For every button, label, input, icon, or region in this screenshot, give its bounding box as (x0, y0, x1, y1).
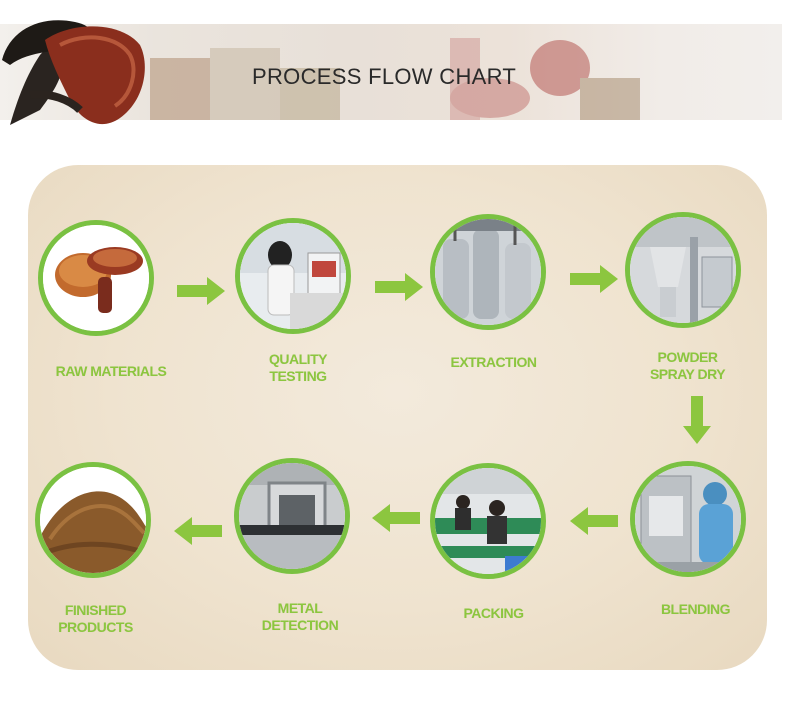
step-label-raw-materials: RAW MATERIALS (55, 363, 167, 379)
raw-materials-image (38, 220, 154, 336)
arrow-left-icon (570, 507, 618, 535)
extraction-image (430, 214, 546, 330)
herbs-background-image (150, 38, 640, 120)
step-label-powder-spray-dry: POWDER SPRAY DRY (630, 349, 745, 383)
metal-detection-image (234, 458, 350, 574)
arrow-down-icon (683, 396, 711, 444)
label-line: SPRAY DRY (649, 366, 726, 382)
step-label-blending: BLENDING (660, 601, 731, 617)
arrow-right-icon (177, 277, 225, 305)
arrow-right-icon (375, 273, 423, 301)
arrow-left-icon (174, 517, 222, 545)
packing-image (430, 463, 546, 579)
label-line: METAL (277, 600, 323, 616)
step-label-metal-detection: METAL DETECTION (240, 600, 360, 634)
arrow-right-icon (570, 265, 618, 293)
label-line: POWDER (657, 349, 719, 365)
blending-image (630, 461, 746, 577)
quality-testing-image (235, 218, 351, 334)
arrow-left-icon (372, 504, 420, 532)
reishi-mushroom-logo (2, 20, 145, 125)
label-line: DETECTION (261, 617, 339, 633)
step-label-packing: PACKING (463, 605, 524, 621)
label-line: TESTING (269, 368, 327, 384)
step-label-quality-testing: QUALITY TESTING (243, 351, 353, 385)
finished-products-image (35, 462, 151, 578)
page-title: PROCESS FLOW CHART (252, 64, 517, 89)
label-line: QUALITY (269, 351, 327, 367)
step-label-finished-products: FINISHED PRODUCTS (38, 602, 153, 636)
label-line: PRODUCTS (58, 619, 133, 635)
powder-spray-dry-image (625, 212, 741, 328)
step-label-extraction: EXTRACTION (450, 354, 538, 370)
label-line: FINISHED (64, 602, 127, 618)
